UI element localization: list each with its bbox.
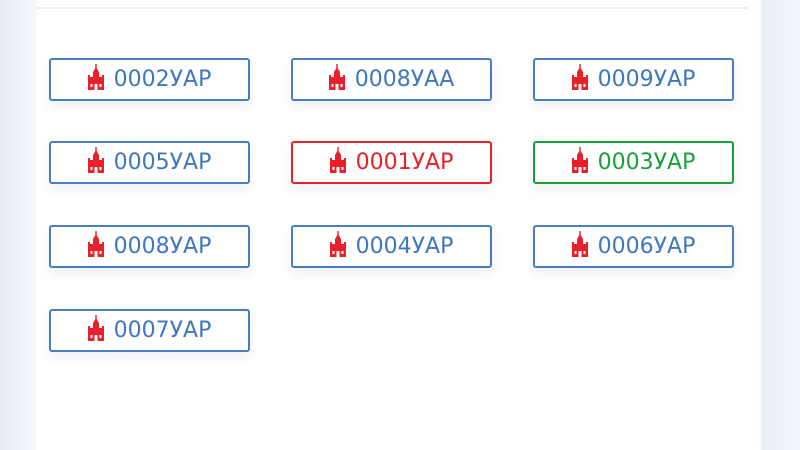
plate-label: 0004УАР	[355, 234, 454, 259]
emblem-icon	[571, 230, 588, 263]
plate-label: 0008УАР	[113, 234, 212, 259]
emblem-icon	[87, 314, 104, 347]
divider	[36, 7, 748, 9]
plate-label: 0003УАР	[597, 150, 696, 175]
plate-button[interactable]: 0003УАР	[533, 141, 734, 184]
emblem-icon	[87, 230, 104, 263]
emblem-icon	[329, 146, 346, 179]
plate-label: 0005УАР	[113, 150, 212, 175]
plate-button[interactable]: 0002УАР	[49, 58, 250, 101]
emblem-icon	[329, 230, 346, 263]
plate-button[interactable]: 0004УАР	[291, 225, 492, 268]
plate-button[interactable]: 0009УАР	[533, 58, 734, 101]
emblem-icon	[571, 146, 588, 179]
plate-label: 0001УАР	[355, 150, 454, 175]
plate-label: 0007УАР	[113, 318, 212, 343]
emblem-icon	[328, 63, 345, 96]
emblem-icon	[87, 146, 104, 179]
plate-label: 0008УАА	[354, 67, 455, 92]
plate-label: 0009УАР	[597, 67, 696, 92]
plate-button[interactable]: 0001УАР	[291, 141, 492, 184]
emblem-icon	[571, 63, 588, 96]
emblem-icon	[87, 63, 104, 96]
plate-button[interactable]: 0005УАР	[49, 141, 250, 184]
plate-button[interactable]: 0006УАР	[533, 225, 734, 268]
plate-label: 0002УАР	[113, 67, 212, 92]
plate-button[interactable]: 0008УАА	[291, 58, 492, 101]
plate-label: 0006УАР	[597, 234, 696, 259]
plate-button[interactable]: 0007УАР	[49, 309, 250, 352]
plate-button[interactable]: 0008УАР	[49, 225, 250, 268]
